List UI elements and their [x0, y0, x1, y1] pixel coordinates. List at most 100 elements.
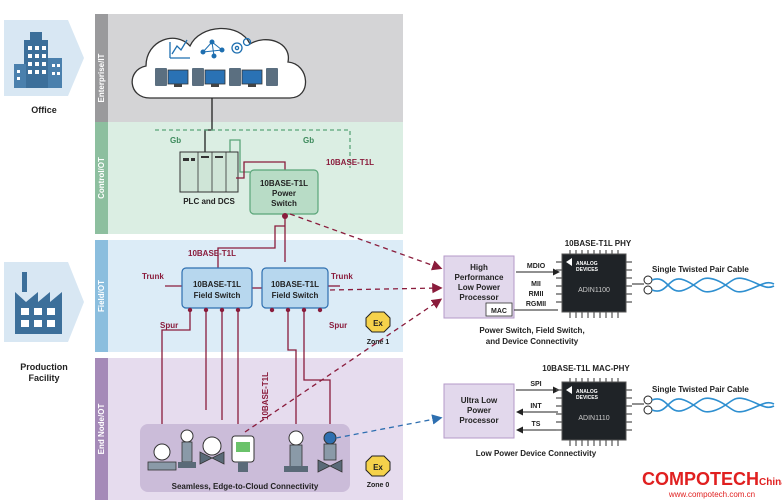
- twisted-pair-cable-1-icon: [651, 277, 775, 293]
- plc-to-switch-green-link: [229, 139, 250, 173]
- trunk-left-label: Trunk: [142, 272, 164, 281]
- end-t1l-vertical-label: 10BASE-T1L: [261, 372, 270, 420]
- gb-dashed-link: [155, 129, 351, 168]
- adin1110-brand-1: ANALOG: [576, 389, 598, 395]
- cloud-to-plc-link: [204, 98, 213, 152]
- plc-to-power-switch-maroon-link: [236, 161, 286, 179]
- hp-processor-line-3: Low Power: [458, 283, 500, 292]
- ts-label: TS: [532, 421, 541, 428]
- power-switch-line-2: Power: [272, 189, 296, 198]
- flow-meter-icon: [147, 443, 177, 471]
- field-switch-1-line-2: Field Switch: [194, 291, 241, 300]
- adin1110-brand-2: DEVICES: [576, 395, 599, 401]
- devices-caption: Seamless, Edge-to-Cloud Connectivity: [172, 482, 319, 491]
- ulp-processor-line-3: Processor: [459, 416, 498, 425]
- field-switch-2-ports: [269, 307, 323, 313]
- cable-2-label: Single Twisted Pair Cable: [652, 385, 749, 394]
- top-caption-2: and Device Connectivity: [486, 337, 579, 346]
- adin1100-chip-icon: [556, 250, 632, 318]
- network-nodes-icon: [200, 39, 225, 59]
- control-tier-label: Control/OT: [97, 157, 106, 199]
- watermark-brand: COMPOTECHChina: [642, 469, 782, 489]
- ultra-low-power-processor-box: [443, 383, 515, 439]
- mdio-label: MDIO: [527, 263, 546, 270]
- svg-text:Ex: Ex: [373, 463, 383, 472]
- cable-1-label: Single Twisted Pair Cable: [652, 265, 749, 274]
- production-label-1: Production: [20, 362, 68, 372]
- field-switch-1-line-1: 10BASE-T1L: [193, 280, 241, 289]
- mac-phy-title: 10BASE-T1L MAC-PHY: [542, 364, 630, 373]
- cable-connector-1-icon: [643, 275, 653, 295]
- pressure-transmitter-icon: [178, 429, 196, 468]
- workstation-computers-icon: [155, 68, 278, 87]
- ulp-processor-line-2: Power: [467, 406, 491, 415]
- zone0-label: Zone 0: [367, 482, 390, 489]
- power-switch-line-3: Switch: [271, 199, 297, 208]
- field-switch-2-line-1: 10BASE-T1L: [271, 280, 319, 289]
- mac-box: [485, 302, 513, 317]
- hp-processor-line-1: High: [470, 263, 488, 272]
- level-transmitter-icon: [231, 435, 255, 472]
- field-switch-1-box: [181, 267, 253, 309]
- cable-connector-2-icon: [643, 395, 653, 415]
- power-switch-to-field-switch-link: [217, 225, 285, 268]
- field-switch-2-line-2: Field Switch: [272, 291, 319, 300]
- plc-dcs-icon: [179, 151, 239, 193]
- ulp-processor-line-1: Ultra Low: [461, 396, 498, 405]
- adin1100-name: ADIN1100: [578, 287, 610, 294]
- svg-text:Ex: Ex: [373, 319, 383, 328]
- office-label: Office: [31, 105, 57, 115]
- mac-label: MAC: [491, 308, 507, 315]
- field-tier-label: Field/OT: [97, 280, 106, 312]
- int-label: INT: [530, 403, 542, 410]
- factory-icon: [4, 262, 84, 342]
- field-t1l-label: 10BASE-T1L: [188, 249, 236, 258]
- watermark-url: www.compotech.com.cn: [668, 490, 755, 499]
- field-switch-2-box: [261, 267, 329, 309]
- zone1-label: Zone 1: [367, 339, 390, 346]
- trunk-right-label: Trunk: [331, 272, 353, 281]
- office-building-icon: [4, 20, 84, 96]
- gb-left-label: Gb: [170, 136, 181, 145]
- end-label-bar: [95, 358, 108, 500]
- zone1-ex-icon: Ex: [365, 311, 391, 333]
- hp-processor-line-4: Processor: [459, 293, 498, 302]
- temperature-sensor-icon: [284, 430, 308, 472]
- spur-links: [161, 310, 331, 440]
- control-label-bar: [95, 122, 108, 234]
- gears-icon: [231, 37, 252, 54]
- top-caption-1: Power Switch, Field Switch,: [479, 326, 584, 335]
- spi-label: SPI: [530, 381, 541, 388]
- plc-dcs-label: PLC and DCS: [183, 197, 235, 206]
- enterprise-tier-label: Enterprise/IT: [97, 53, 106, 102]
- rgmii-label: RGMII: [526, 301, 546, 308]
- production-label-2: Facility: [28, 373, 59, 383]
- adin1110-name: ADIN1110: [578, 415, 609, 422]
- enterprise-label-bar: [95, 14, 108, 142]
- analytics-chart-icon: [169, 39, 190, 59]
- spur-left-label: Spur: [160, 321, 178, 330]
- twisted-pair-cable-2-icon: [651, 397, 775, 413]
- hp-processor-line-2: Performance: [455, 273, 504, 282]
- bottom-caption: Low Power Device Connectivity: [476, 449, 597, 458]
- power-switch-line-1: 10BASE-T1L: [260, 179, 308, 188]
- zone0-ex-icon: Ex: [365, 455, 391, 477]
- adin1100-brand-2: DEVICES: [576, 267, 599, 273]
- spur-right-label: Spur: [329, 321, 347, 330]
- gb-right-label: Gb: [303, 136, 314, 145]
- mii-label: MII: [531, 281, 541, 288]
- rmii-label: RMII: [529, 291, 544, 298]
- valve-actuator-icon: [199, 436, 225, 465]
- adin1100-brand-1: ANALOG: [576, 261, 598, 267]
- end-tier-label: End Node/OT: [97, 404, 106, 455]
- phy-title: 10BASE-T1L PHY: [565, 239, 632, 248]
- control-t1l-label: 10BASE-T1L: [326, 158, 374, 167]
- field-band: [108, 240, 403, 352]
- end-node-to-processor-dashed: [244, 298, 443, 433]
- field-label-bar: [95, 240, 108, 352]
- adin1110-chip-icon: [556, 378, 632, 446]
- field-switch-to-processor-dashed: [329, 282, 443, 294]
- control-valve-icon: [317, 431, 343, 473]
